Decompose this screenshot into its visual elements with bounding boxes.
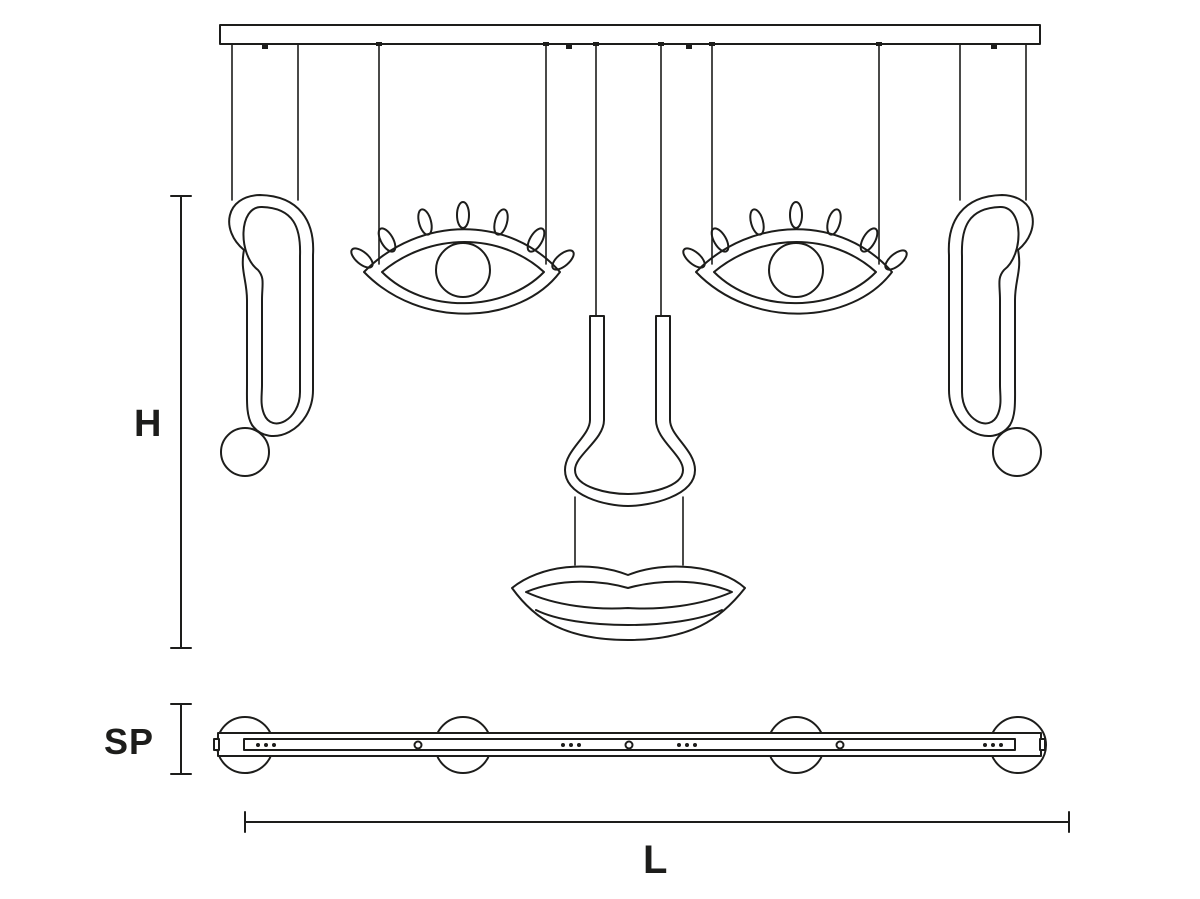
left-eye-pendant <box>350 201 575 315</box>
mouth-pendant <box>511 565 746 641</box>
left-ear-pendant <box>220 194 315 477</box>
nose-pendant <box>564 315 696 566</box>
ceiling-canopy <box>219 24 1041 49</box>
depth-label: SP <box>104 721 155 762</box>
top-view-plan <box>213 716 1047 774</box>
length-label: L <box>643 838 668 882</box>
right-eye-pendant <box>682 201 908 315</box>
height-label: H <box>134 403 162 445</box>
suspension-cables <box>231 42 1027 317</box>
depth-dimension-line <box>170 703 192 775</box>
length-dimension-line <box>244 811 1070 833</box>
right-ear-pendant <box>947 194 1042 477</box>
height-dimension-line <box>170 195 192 649</box>
